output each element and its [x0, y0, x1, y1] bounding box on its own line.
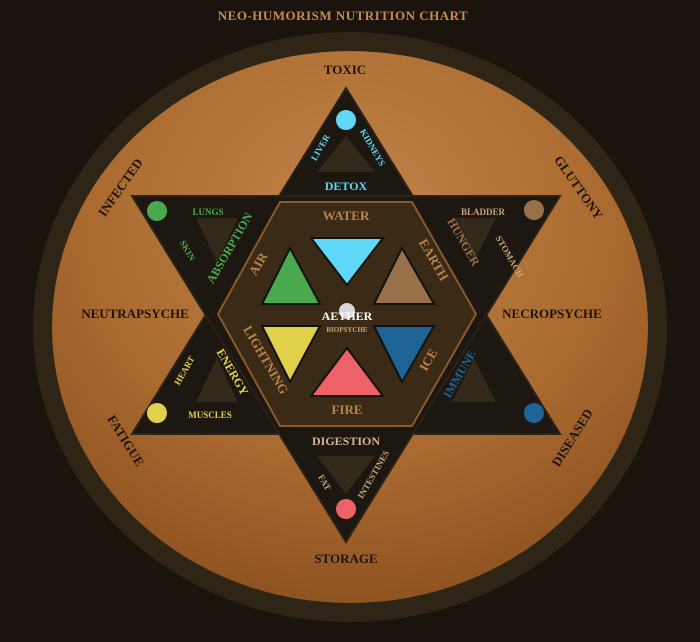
hunger-shadow [452, 218, 496, 262]
air-triangle [260, 245, 322, 305]
arm-shadows [196, 136, 496, 494]
label-fire: FIRE [331, 402, 362, 417]
label-neutrapsyche: NEUTRAPSYCHE [81, 306, 189, 321]
absorption-shadow [196, 218, 238, 262]
label-toxic: TOXIC [324, 62, 366, 77]
fire-dot [336, 499, 356, 519]
organ-bladder: BLADDER [461, 207, 506, 217]
earth-dot [524, 200, 544, 220]
lightning-triangle [260, 325, 322, 385]
ice-triangle [372, 325, 436, 385]
arm-digestion-title: DIGESTION [312, 434, 380, 448]
arm-detox-title: DETOX [325, 179, 368, 193]
center-title: AETHER [322, 309, 373, 323]
organ-muscles: MUSCLES [188, 410, 232, 420]
lightning-dot [147, 403, 167, 423]
ice-dot [524, 403, 544, 423]
water-dot [336, 110, 356, 130]
energy-shadow [196, 358, 238, 402]
aether-dot [339, 303, 355, 319]
organ-lungs: LUNGS [192, 207, 223, 217]
label-necropsyche: NECROPSYCHE [502, 306, 602, 321]
element-triangles [260, 237, 436, 397]
label-storage: STORAGE [314, 551, 377, 566]
fire-triangle [309, 346, 385, 397]
immune-shadow [452, 358, 496, 402]
detox-shadow [317, 136, 375, 172]
earth-triangle [372, 245, 436, 305]
humor-dots [147, 110, 544, 519]
center-subtitle: BIOPSYCHE [326, 326, 368, 334]
label-water: WATER [323, 208, 370, 223]
digestion-shadow [317, 456, 375, 494]
chart-title: NEO-HUMORISM NUTRITION CHART [218, 8, 468, 23]
air-dot [147, 201, 167, 221]
water-triangle [308, 237, 386, 287]
